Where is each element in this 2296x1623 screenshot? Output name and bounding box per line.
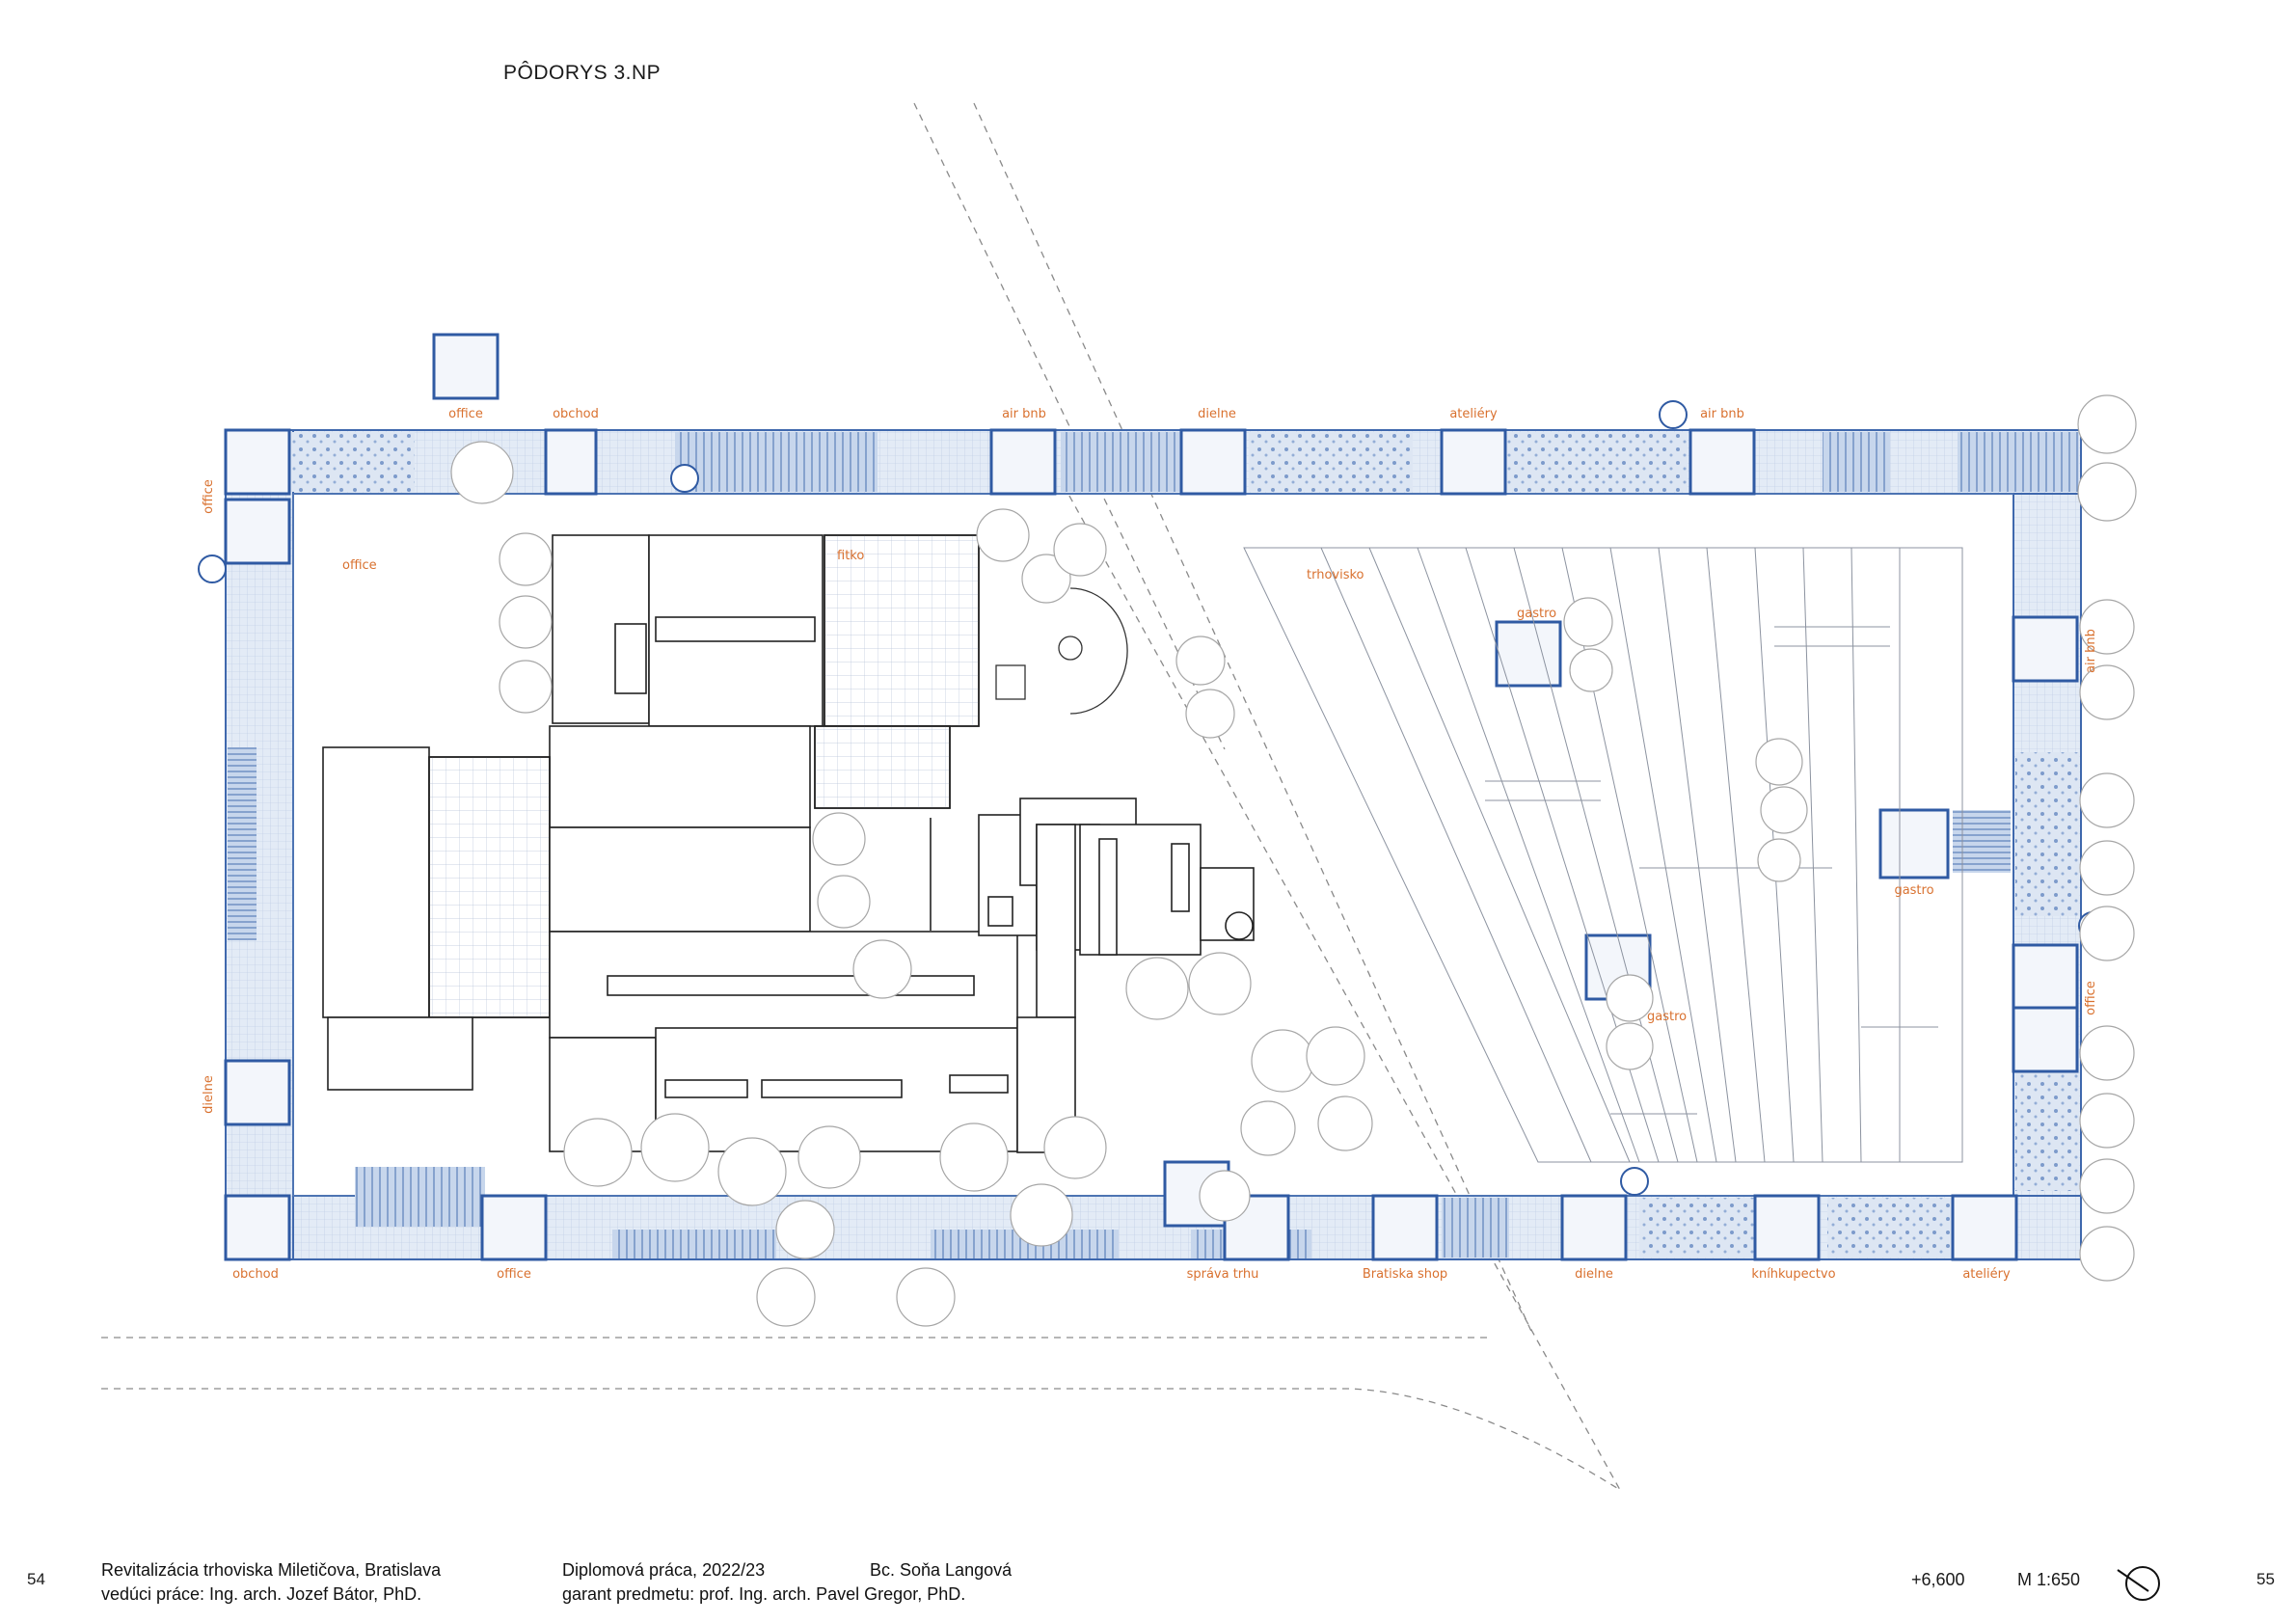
label-gastro1: gastro xyxy=(1517,607,1556,621)
label-bratiska-shop: Bratiska shop xyxy=(1363,1267,1447,1282)
label-office-right: office xyxy=(2084,981,2098,1015)
north-arrow-icon xyxy=(2117,1566,2160,1601)
supervisor: vedúci práce: Ing. arch. Jozef Bátor, Ph… xyxy=(101,1584,422,1604)
label-airbnb-top1: air bnb xyxy=(1002,407,1046,421)
footer-thesis: Diplomová práca, 2022/23 garant predmetu… xyxy=(562,1558,965,1607)
page-number-right: 55 xyxy=(2256,1570,2275,1588)
label-gastro2: gastro xyxy=(1894,883,1933,898)
label-knihkupectvo: kníhkupectvo xyxy=(1751,1267,1835,1282)
existing-buildings xyxy=(322,534,1255,1153)
label-trhovisko: trhovisko xyxy=(1307,568,1364,582)
label-airbnb-top2: air bnb xyxy=(1700,407,1744,421)
footer-author: Bc. Soňa Langová xyxy=(870,1558,1012,1582)
author: Bc. Soňa Langová xyxy=(870,1560,1013,1580)
label-obchod-top: obchod xyxy=(553,407,599,421)
label-office-inner: office xyxy=(342,558,377,573)
level-height: +6,600 xyxy=(1911,1570,1965,1589)
label-obchod-bottom: obchod xyxy=(232,1267,279,1282)
footer-project: Revitalizácia trhoviska Miletičova, Brat… xyxy=(101,1558,441,1607)
label-office-bottom: office xyxy=(497,1267,531,1282)
page-number-left: 54 xyxy=(27,1570,45,1588)
page-title: PÔDORYS 3.NP xyxy=(503,62,662,84)
label-gastro3: gastro xyxy=(1647,1010,1687,1024)
label-fitko: fitko xyxy=(837,549,864,563)
drawing-scale: M 1:650 xyxy=(2017,1570,2081,1589)
label-dielne-bottom: dielne xyxy=(1575,1267,1613,1282)
label-dielne-top: dielne xyxy=(1198,407,1236,421)
label-ateliery-top: ateliéry xyxy=(1449,407,1498,421)
road-lines xyxy=(101,102,1621,1491)
guarantor: garant predmetu: prof. Ing. arch. Pavel … xyxy=(562,1584,966,1604)
label-sprava-trhu: správa trhu xyxy=(1187,1267,1259,1282)
label-office-top: office xyxy=(448,407,483,421)
thesis-type: Diplomová práca, 2022/23 xyxy=(562,1560,766,1580)
label-office-left: office xyxy=(202,479,216,514)
room-labels: office obchod air bnb dielne ateliéry ai… xyxy=(202,407,2098,1282)
trees xyxy=(450,394,2137,1327)
label-dielne-left: dielne xyxy=(202,1075,216,1114)
label-airbnb-right: air bnb xyxy=(2084,629,2098,673)
label-ateliery-bottom: ateliéry xyxy=(1962,1267,2011,1282)
project-title: Revitalizácia trhoviska Miletičova, Brat… xyxy=(101,1560,442,1580)
basketball-court xyxy=(995,587,1128,715)
